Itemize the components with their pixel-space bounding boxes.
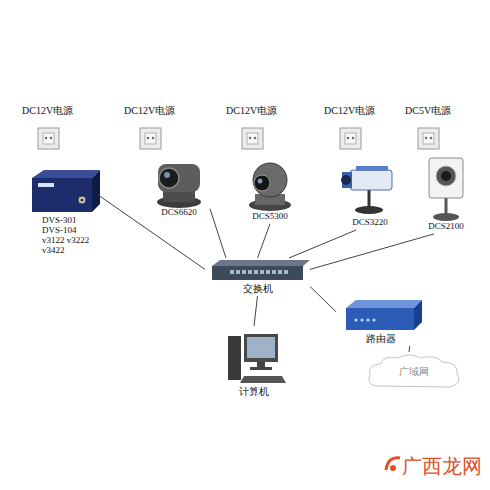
network-cable [289,230,356,258]
network-cable [310,234,434,270]
power-label: DC12V电源 [226,104,277,118]
watermark: 广西龙网 [402,453,482,480]
network-camera-icon [429,158,463,221]
box-camera: DCS3220 [336,160,404,230]
ptz-camera: DCS6620 [148,146,210,220]
network-cable [310,287,336,312]
power-label: DC12V电源 [124,104,175,118]
node-label: 计算机 [222,386,286,397]
network-cable [254,296,258,326]
node-label: 交换机 [205,283,310,294]
power-outlet [140,128,161,149]
network-camera: DCS2100 [416,150,476,234]
node-label: 路由器 [336,333,426,344]
node-label: DCS6620 [148,208,210,218]
power-outlet [38,128,59,149]
box-camera-icon [341,166,392,214]
switch-icon [212,260,310,280]
power-outlet [418,128,439,149]
power-label: DC5V电源 [405,104,451,118]
ptz-camera-icon [249,163,291,211]
router: 路由器 [336,297,426,346]
network-cable [98,195,205,270]
power-outlet [242,128,263,149]
ptz-camera-icon [157,164,201,208]
watermark-logo [386,458,400,471]
router-icon [346,300,422,330]
network-switch: 交换机 [205,258,310,296]
power-label: DC12V电源 [324,104,375,118]
computer: 计算机 [222,326,286,399]
node-label: 广域网 [399,366,429,377]
node-label: DCS3220 [336,218,404,228]
node-label: DVS-301 DVS-104 v3122 v3222 v3422 [42,216,94,256]
network-cable [210,209,226,258]
video-server-icon [32,170,100,212]
node-label: DCS5300 [241,212,299,222]
computer-icon [228,334,286,383]
network-cable [258,224,271,258]
video-server: DVS-301 DVS-104 v3122 v3222 v3422 [28,168,98,258]
wan-cloud: 广域网 [364,352,464,392]
network-cable [409,346,411,352]
power-label: DC12V电源 [22,104,73,118]
ptz-camera: DCS5300 [241,150,299,224]
power-outlet [340,128,361,149]
node-label: DCS2100 [416,222,476,232]
cloud-path [369,355,459,387]
